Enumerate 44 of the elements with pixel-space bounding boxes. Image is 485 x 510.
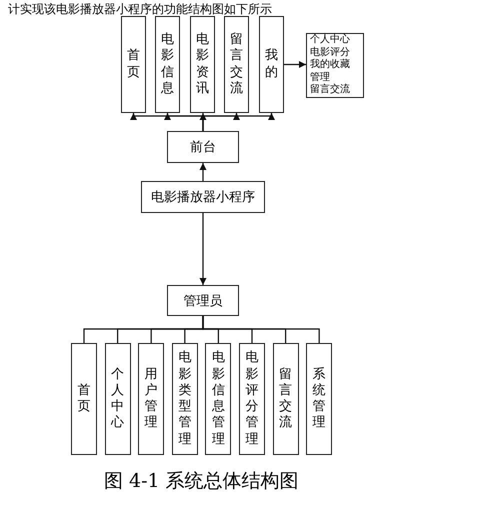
module-label: 电影评分 xyxy=(310,46,350,58)
module-box xyxy=(259,16,284,113)
module-box xyxy=(167,285,239,316)
module-box xyxy=(155,16,180,113)
module-box xyxy=(121,16,146,113)
module-label: 个人中心 xyxy=(310,34,350,46)
connector-arrow xyxy=(284,60,306,68)
module-label: 电影类型管理 xyxy=(178,350,192,448)
module-label: 电影播放器小程序 xyxy=(151,189,255,206)
module-box xyxy=(306,343,332,455)
module-label: 管理员 xyxy=(184,292,222,310)
module-box xyxy=(167,131,239,163)
module-label: 电影信息管理 xyxy=(212,350,225,448)
module-box xyxy=(239,343,265,455)
connector-arrow xyxy=(199,213,207,285)
module-box xyxy=(104,343,131,455)
module-label: 前台 xyxy=(190,139,216,156)
module-label: 首页 xyxy=(127,48,140,81)
connector-arrow xyxy=(199,163,207,181)
module-label: 管理 xyxy=(310,72,330,84)
module-box xyxy=(71,343,97,455)
module-box xyxy=(138,343,164,455)
module-box xyxy=(190,16,215,113)
figure-caption: 图 4-1 系统总体结构图 xyxy=(104,469,299,494)
module-label: 留言交流 xyxy=(279,366,292,432)
module-box xyxy=(306,33,364,98)
module-box xyxy=(172,343,198,455)
connector-arrow xyxy=(202,113,276,131)
module-label: 个人中心 xyxy=(111,366,124,432)
module-label: 系统管理 xyxy=(312,366,326,432)
module-label: 用户管理 xyxy=(144,366,158,432)
intro-text: 计实现该电影播放器小程序的功能结构图如下所示 xyxy=(8,1,272,17)
module-label: 留言交流 xyxy=(230,32,243,97)
module-box xyxy=(141,181,265,213)
module-box xyxy=(272,343,299,455)
module-label: 电影信息 xyxy=(161,32,174,97)
module-label: 电影资讯 xyxy=(196,32,209,97)
module-box xyxy=(205,343,232,455)
module-label: 留言交流 xyxy=(310,84,350,97)
module-box xyxy=(224,16,249,113)
module-label: 首页 xyxy=(78,382,90,416)
module-label: 电影评分管理 xyxy=(246,350,258,448)
module-label: 我的收藏 xyxy=(310,59,350,72)
module-label: 我的 xyxy=(265,48,278,81)
